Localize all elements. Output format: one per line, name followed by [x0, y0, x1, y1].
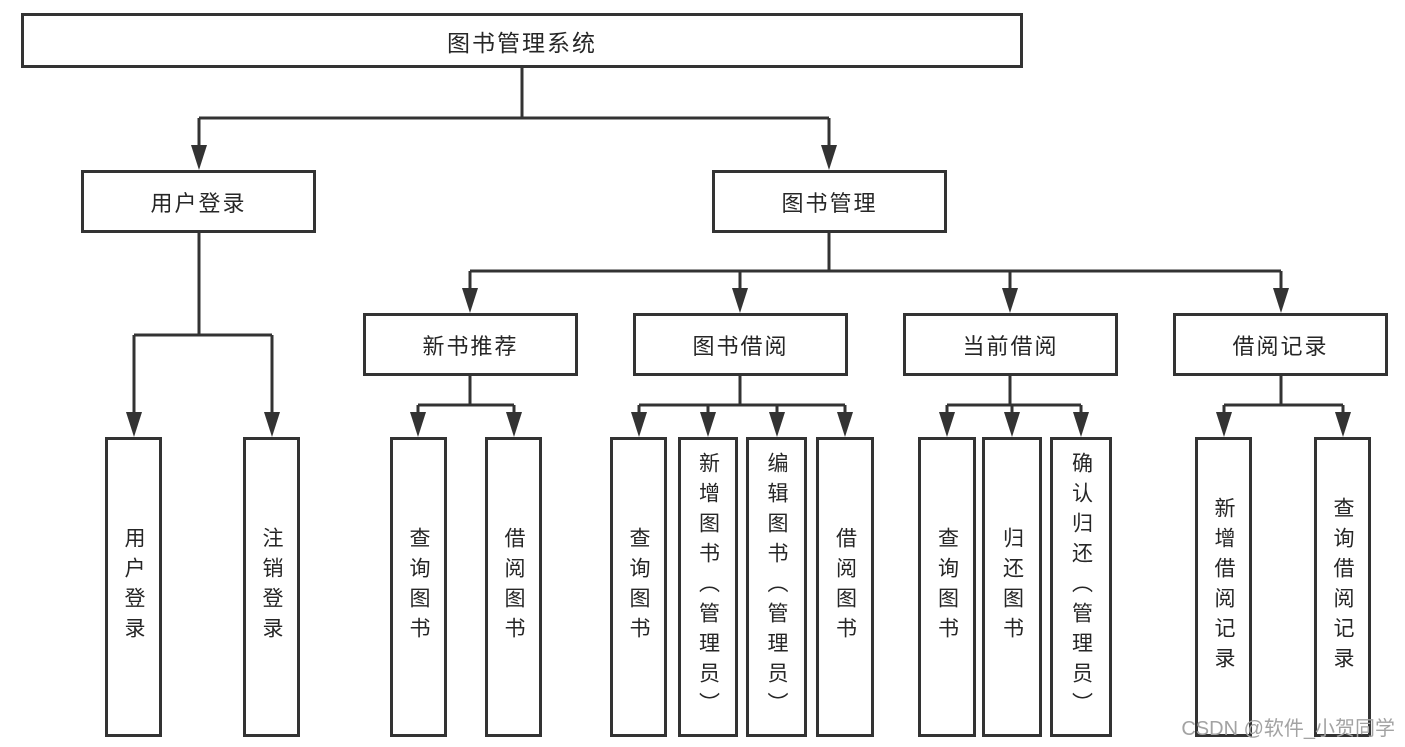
- leaf-query-books-current: 查询图书: [918, 437, 976, 737]
- node-current-borrowing: 当前借阅: [903, 313, 1118, 376]
- leaf-confirm-return-admin: 确认归还（管理员）: [1050, 437, 1112, 737]
- arrowheads: [126, 145, 1351, 437]
- node-book-borrowing-label: 图书借阅: [692, 333, 789, 359]
- leaf-logout: 注销登录: [243, 437, 300, 737]
- leaf-edit-books-admin: 编辑图书（管理员）: [746, 437, 807, 737]
- node-root: 图书管理系统: [21, 13, 1023, 68]
- node-borrowing-records: 借阅记录: [1173, 313, 1388, 376]
- node-new-books-label: 新书推荐: [422, 333, 519, 359]
- leaf-user-login: 用户登录: [105, 437, 162, 737]
- node-borrowing-records-label: 借阅记录: [1232, 333, 1329, 359]
- node-user-login-label: 用户登录: [150, 190, 247, 216]
- leaf-query-books-newbooks: 查询图书: [390, 437, 447, 737]
- leaf-return-books: 归还图书: [982, 437, 1042, 737]
- leaf-query-books-current-label: 查询图书: [935, 527, 959, 647]
- leaf-query-borrow-record: 查询借阅记录: [1314, 437, 1371, 737]
- leaf-add-books-admin: 新增图书（管理员）: [678, 437, 738, 737]
- leaf-borrow-books-borrowing-label: 借阅图书: [833, 527, 857, 647]
- leaf-logout-label: 注销登录: [260, 527, 283, 647]
- leaf-borrow-books-borrowing: 借阅图书: [816, 437, 874, 737]
- node-current-borrowing-label: 当前借阅: [962, 333, 1059, 359]
- leaf-query-borrow-record-label: 查询借阅记录: [1331, 497, 1354, 677]
- node-user-login: 用户登录: [81, 170, 316, 233]
- leaf-query-books-newbooks-label: 查询图书: [407, 527, 430, 647]
- leaf-add-books-admin-label: 新增图书（管理员）: [696, 452, 720, 722]
- leaf-add-borrow-record: 新增借阅记录: [1195, 437, 1252, 737]
- leaf-borrow-books-newbooks-label: 借阅图书: [502, 527, 525, 647]
- node-book-management-label: 图书管理: [781, 190, 878, 216]
- leaf-confirm-return-admin-label: 确认归还（管理员）: [1069, 452, 1093, 722]
- leaf-query-books-borrowing-label: 查询图书: [627, 527, 650, 647]
- leaf-return-books-label: 归还图书: [1000, 527, 1024, 647]
- leaf-query-books-borrowing: 查询图书: [610, 437, 667, 737]
- node-new-books: 新书推荐: [363, 313, 578, 376]
- leaf-add-borrow-record-label: 新增借阅记录: [1212, 497, 1235, 677]
- csdn-watermark: CSDN @软件_小贺同学: [1181, 718, 1395, 740]
- leaf-borrow-books-newbooks: 借阅图书: [485, 437, 542, 737]
- leaf-user-login-label: 用户登录: [122, 527, 145, 647]
- leaf-edit-books-admin-label: 编辑图书（管理员）: [765, 452, 788, 722]
- node-book-management: 图书管理: [712, 170, 947, 233]
- node-book-borrowing: 图书借阅: [633, 313, 848, 376]
- node-root-label: 图书管理系统: [447, 29, 597, 56]
